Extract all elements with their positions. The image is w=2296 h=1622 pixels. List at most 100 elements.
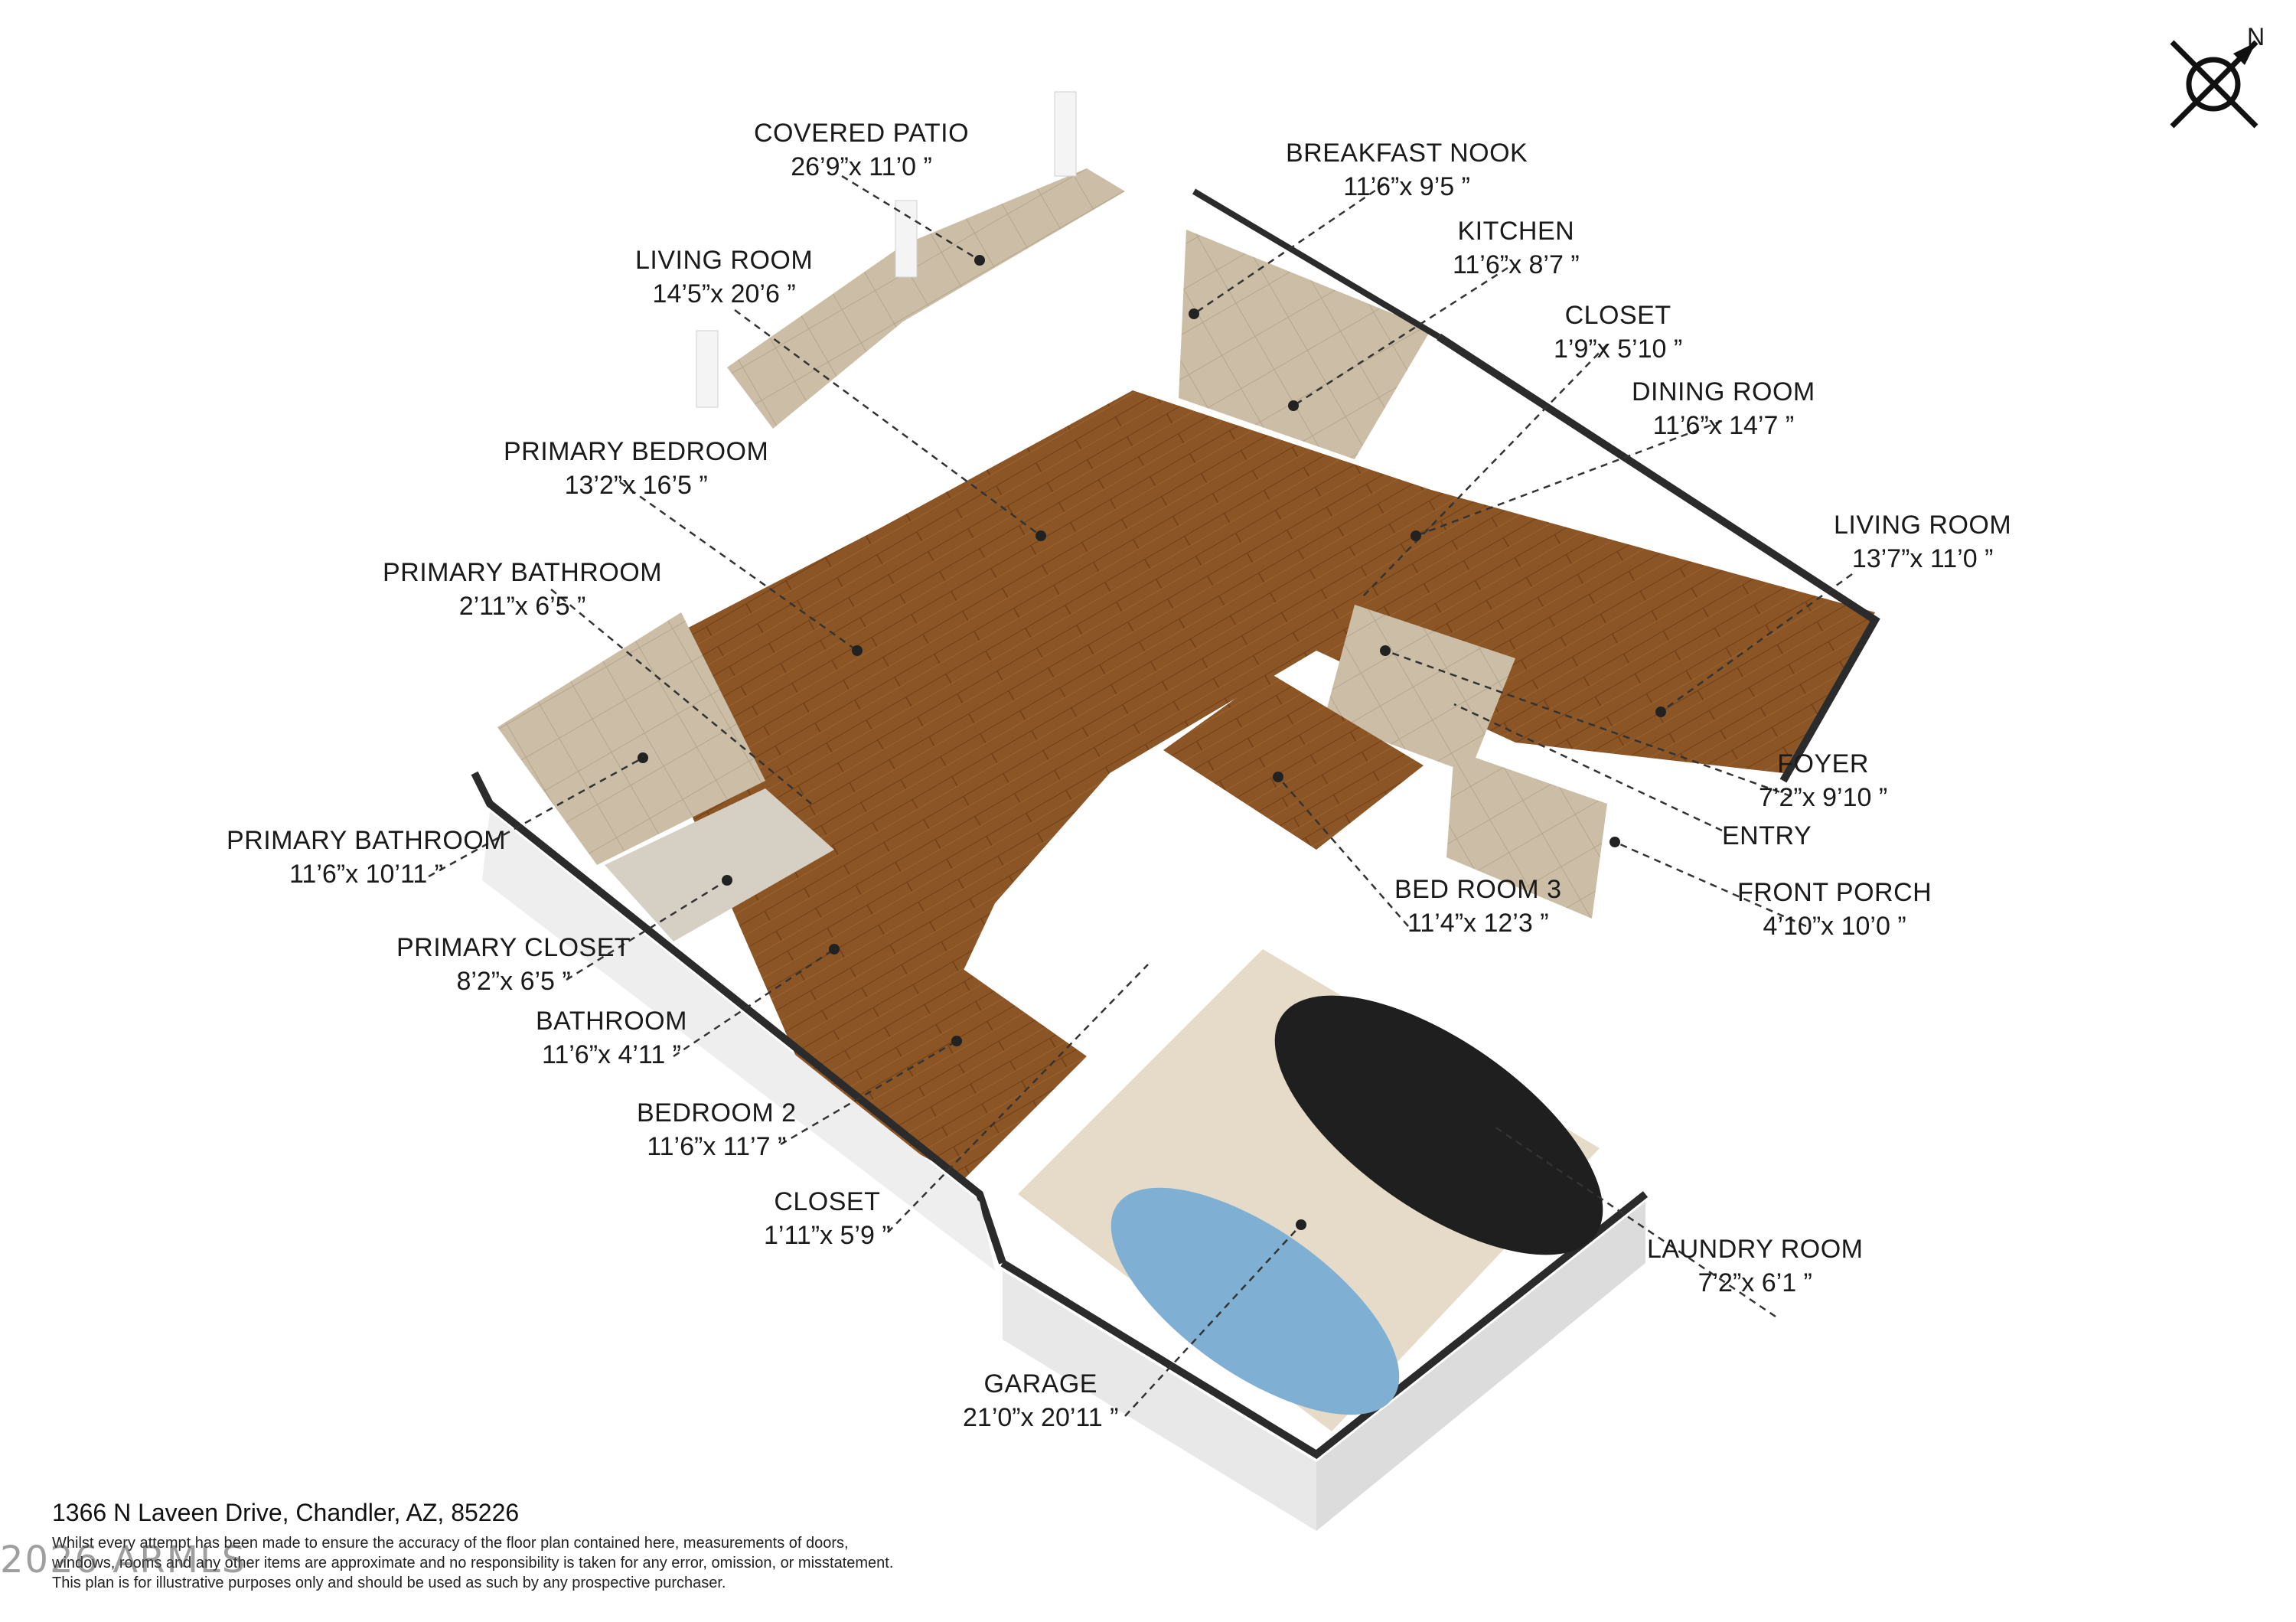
- room-dimensions: 11’6”x 9’5 ”: [1343, 172, 1470, 201]
- room-dimensions: 26’9”x 11’0 ”: [791, 152, 932, 181]
- patio-post: [1054, 91, 1077, 177]
- wall-face: [1003, 1271, 1316, 1531]
- room-label-bathroom: BATHROOM 11’6”x 4’11 ”: [536, 1004, 687, 1072]
- room-marker: [638, 752, 648, 763]
- leader-line: [428, 756, 644, 878]
- property-address: 1366 N Laveen Drive, Chandler, AZ, 85226: [52, 1499, 520, 1526]
- leader-line: [1415, 419, 1723, 537]
- room-dimensions: 4’10”x 10’0 ”: [1763, 912, 1906, 941]
- room-name: COVERED PATIO: [754, 119, 970, 148]
- leader-line: [1293, 266, 1508, 407]
- room-name: BATHROOM: [536, 1007, 687, 1036]
- footer: 1366 N Laveen Drive, Chandler, AZ, 85226…: [52, 1499, 893, 1593]
- leader-line: [780, 1039, 957, 1146]
- leader-line: [1660, 573, 1853, 713]
- patio-post: [895, 200, 918, 278]
- disclaimer-line: windows, rooms and any other items are a…: [52, 1555, 894, 1571]
- outer-wall: [1000, 1191, 1649, 1460]
- leader-line: [1277, 776, 1409, 927]
- kitchen-floor: [1179, 230, 1431, 459]
- outer-wall: [1437, 333, 1880, 783]
- leader-line: [1124, 1224, 1302, 1417]
- main-floor: [673, 390, 1875, 1148]
- room-dimensions: 11’6”x 8’7 ”: [1453, 250, 1580, 279]
- room-marker: [722, 875, 732, 886]
- room-label-primary-bedroom: PRIMARY BEDROOM 13’2”x 16’5 ”: [504, 435, 768, 502]
- outer-wall: [471, 771, 1006, 1265]
- room-label-covered-patio: COVERED PATIO 26’9”x 11’0 ”: [754, 116, 969, 184]
- room-label-garage: GARAGE 21’0”x 20’11 ”: [963, 1367, 1119, 1434]
- room-label-dining-room: DINING ROOM 11’6”x 14’7 ”: [1632, 375, 1815, 442]
- room-name: BEDROOM 2: [637, 1098, 797, 1128]
- room-label-primary-closet: PRIMARY CLOSET 8’2”x 6’5 ”: [396, 931, 631, 998]
- room-label-living-room: LIVING ROOM 14’5”x 20’6 ”: [635, 243, 813, 311]
- primary-closet-floor: [605, 788, 834, 942]
- wall-face: [482, 811, 995, 1271]
- room-dimensions: 8’2”x 6’5 ”: [456, 967, 571, 996]
- room-label-laundry-room: LAUNDRY ROOM 7’2”x 6’1 ”: [1647, 1232, 1863, 1300]
- room-name: LIVING ROOM: [635, 246, 814, 275]
- covered-patio-floor: [727, 168, 1125, 429]
- primary-bathroom-floor: [497, 612, 765, 865]
- room-dimensions: 7’2”x 9’10 ”: [1759, 783, 1888, 812]
- room-name: BREAKFAST NOOK: [1286, 139, 1528, 168]
- car-icon: [1110, 1187, 1400, 1415]
- room-label-primary-bathroom-2: PRIMARY BATHROOM 11’6”x 10’11 ”: [227, 824, 506, 891]
- room-dimensions: 2’11”x 6’5 ”: [458, 592, 586, 621]
- room-marker: [1189, 308, 1199, 319]
- room-name: CLOSET: [774, 1187, 881, 1216]
- leader-line: [1453, 703, 1723, 832]
- room-dimensions: 1’11”x 5’9 ”: [764, 1221, 891, 1250]
- outer-wall: [1192, 188, 1441, 340]
- car-icon: [1274, 995, 1603, 1255]
- room-dimensions: 11’6”x 4’11 ”: [541, 1040, 681, 1069]
- room-label-primary-bathroom: PRIMARY BATHROOM 2’11”x 6’5 ”: [383, 556, 662, 623]
- room-name: LAUNDRY ROOM: [1647, 1235, 1864, 1264]
- room-label-bedroom-2: BEDROOM 2 11’6”x 11’7 ”: [637, 1096, 797, 1163]
- leader-line: [734, 308, 1042, 537]
- room-dimensions: 11’6”x 14’7 ”: [1652, 411, 1795, 440]
- room-marker: [1296, 1219, 1306, 1230]
- bedroom3-floor: [1163, 674, 1424, 850]
- room-name: CLOSET: [1564, 301, 1671, 330]
- room-name: PRIMARY CLOSET: [396, 933, 631, 962]
- room-name: FOYER: [1777, 749, 1869, 778]
- room-marker: [951, 1036, 962, 1046]
- room-label-front-porch: FRONT PORCH 4’10”x 10’0 ”: [1737, 876, 1932, 943]
- watermark: 2026 ARMLS: [0, 1539, 247, 1581]
- foyer-floor: [1324, 605, 1515, 773]
- room-label-closet: CLOSET 1’9”x 5’10 ”: [1554, 299, 1682, 366]
- leader-line: [1492, 1124, 1776, 1318]
- room-marker: [1380, 645, 1391, 656]
- room-name: PRIMARY BEDROOM: [504, 437, 769, 466]
- room-dimensions: 11’4”x 12’3 ”: [1407, 909, 1549, 938]
- room-label-entry: ENTRY: [1722, 819, 1812, 853]
- room-marker: [1655, 707, 1666, 717]
- room-marker: [852, 645, 863, 656]
- disclaimer-line: This plan is for illustrative purposes o…: [52, 1575, 726, 1591]
- room-name: LIVING ROOM: [1834, 511, 2012, 540]
- room-label-breakfast-nook: BREAKFAST NOOK 11’6”x 9’5 ”: [1286, 136, 1528, 204]
- room-name: FRONT PORCH: [1737, 878, 1932, 907]
- room-name: ENTRY: [1722, 821, 1812, 850]
- wall-face: [1316, 1202, 1645, 1531]
- leader-line: [673, 948, 835, 1058]
- compass-north-label: N: [2247, 23, 2265, 51]
- room-label-foyer: FOYER 7’2”x 9’10 ”: [1759, 747, 1887, 814]
- leader-line: [887, 964, 1149, 1233]
- room-label-bedroom-3: BED ROOM 3 11’4”x 12’3 ”: [1394, 873, 1561, 940]
- leader-line: [841, 175, 980, 262]
- room-name: BED ROOM 3: [1394, 875, 1562, 904]
- room-marker: [1288, 400, 1299, 411]
- room-name: PRIMARY BATHROOM: [383, 558, 663, 587]
- room-dimensions: 13’2”x 16’5 ”: [564, 471, 708, 500]
- room-marker: [1609, 837, 1620, 847]
- room-name: DINING ROOM: [1632, 377, 1815, 406]
- room-marker: [974, 255, 985, 266]
- disclaimer-line: Whilst every attempt has been made to en…: [52, 1535, 849, 1552]
- patio-post: [696, 330, 719, 408]
- room-label-closet-2: CLOSET 1’11”x 5’9 ”: [764, 1185, 891, 1252]
- leader-line: [1193, 182, 1386, 315]
- room-label-living-room-2: LIVING ROOM 13’7”x 11’0 ”: [1834, 508, 2011, 576]
